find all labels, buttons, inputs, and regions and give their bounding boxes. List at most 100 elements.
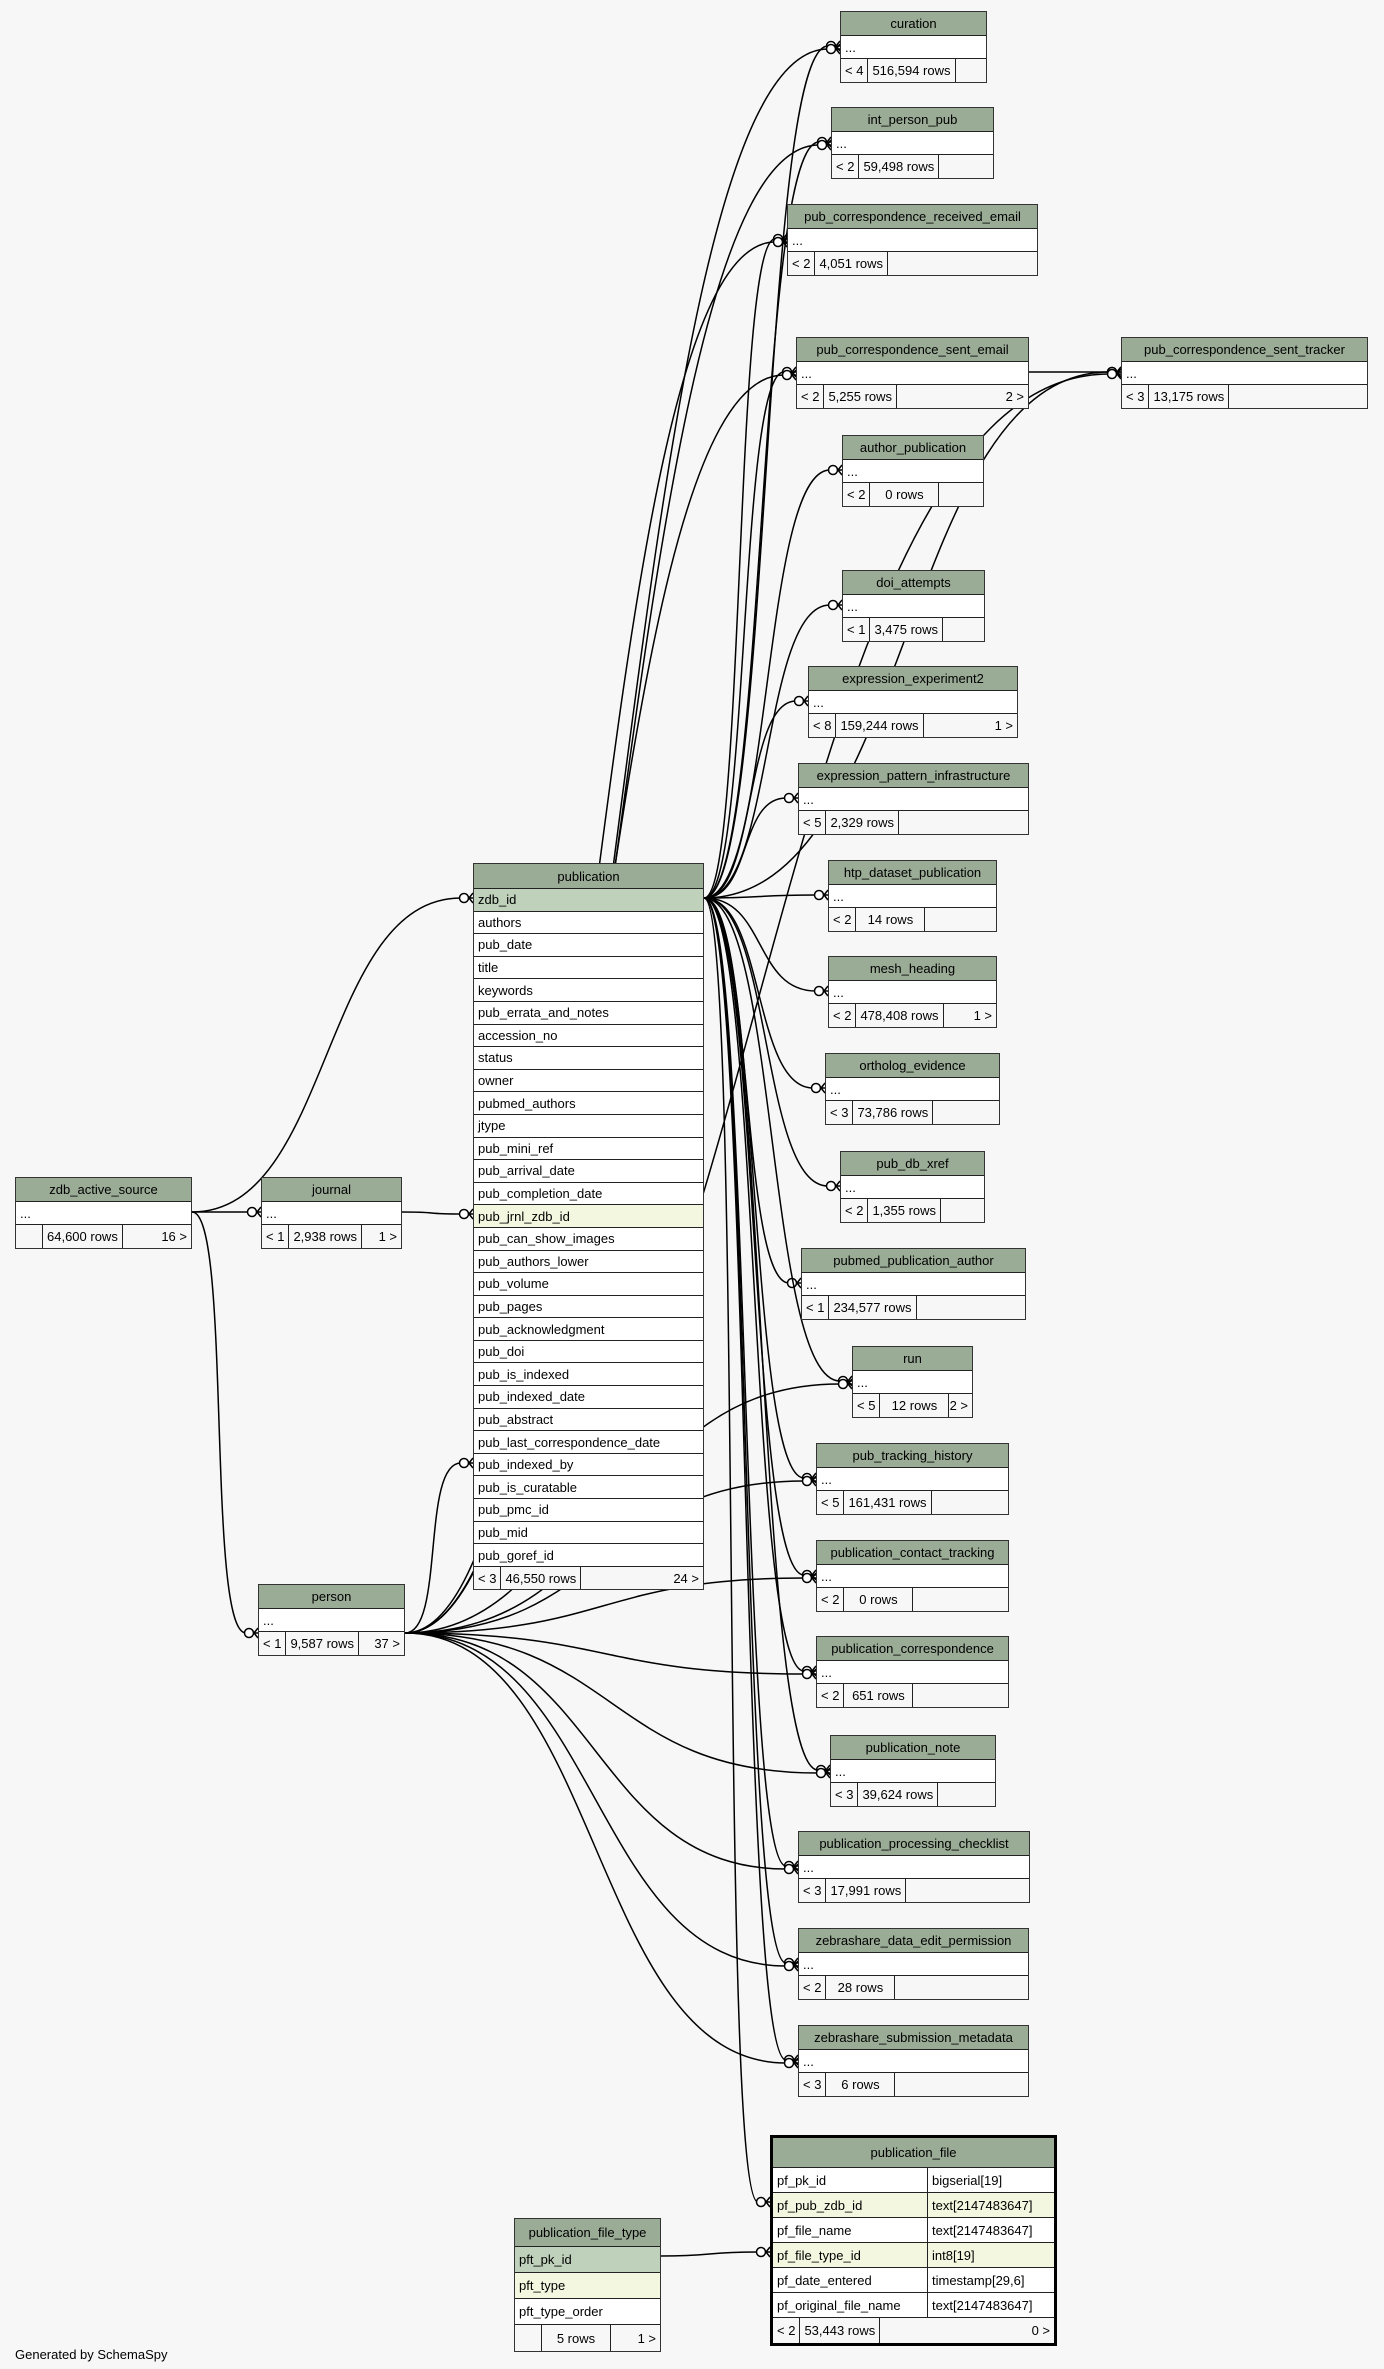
- parents-link[interactable]: < 2: [817, 1684, 845, 1707]
- column-row[interactable]: ...: [809, 691, 1017, 714]
- column-row[interactable]: ...: [1122, 362, 1367, 385]
- table-name[interactable]: curation: [841, 12, 986, 36]
- column-row[interactable]: ...: [841, 36, 986, 59]
- parents-link[interactable]: < 3: [799, 2073, 827, 2096]
- table-name[interactable]: pubmed_publication_author: [802, 1249, 1025, 1273]
- parents-link[interactable]: < 2: [788, 252, 816, 275]
- table-name[interactable]: int_person_pub: [832, 108, 993, 132]
- table-name[interactable]: zebrashare_data_edit_permission: [799, 1929, 1028, 1953]
- children-link[interactable]: [939, 483, 983, 506]
- parents-link[interactable]: < 3: [474, 1566, 502, 1590]
- table-name[interactable]: mesh_heading: [829, 957, 996, 981]
- table-name[interactable]: htp_dataset_publication: [829, 861, 996, 885]
- table-name[interactable]: publication: [474, 864, 703, 889]
- parents-link[interactable]: < 5: [853, 1394, 881, 1417]
- parents-link[interactable]: < 2: [773, 2318, 801, 2343]
- parents-link[interactable]: < 2: [829, 1004, 857, 1027]
- column-row[interactable]: ...: [788, 229, 1037, 252]
- parents-link[interactable]: [16, 1225, 43, 1248]
- column-row[interactable]: ...: [797, 362, 1028, 385]
- table-name[interactable]: pub_tracking_history: [817, 1444, 1008, 1468]
- table-name[interactable]: publication_processing_checklist: [799, 1832, 1029, 1856]
- column-row[interactable]: ...: [799, 1953, 1028, 1976]
- parents-link[interactable]: < 5: [817, 1491, 845, 1514]
- children-link[interactable]: [943, 618, 984, 641]
- table-name[interactable]: expression_experiment2: [809, 667, 1017, 691]
- table-name[interactable]: publication_file_type: [515, 2219, 660, 2247]
- column-row[interactable]: pub_mini_ref: [474, 1137, 703, 1161]
- children-link[interactable]: 2 >: [1005, 389, 1024, 404]
- column-row[interactable]: pub_is_curatable: [474, 1476, 703, 1500]
- column-row[interactable]: pub_jrnl_zdb_id: [474, 1205, 703, 1228]
- table-name[interactable]: author_publication: [843, 436, 983, 460]
- column-row[interactable]: ...: [817, 1565, 1008, 1588]
- column-row[interactable]: ...: [853, 1371, 972, 1394]
- column-row[interactable]: ...: [817, 1468, 1008, 1491]
- parents-link[interactable]: < 3: [831, 1783, 859, 1806]
- column-row[interactable]: owner: [474, 1069, 703, 1093]
- table-name[interactable]: pub_db_xref: [841, 1152, 984, 1176]
- parents-link[interactable]: [515, 2325, 542, 2351]
- column-row[interactable]: pub_authors_lower: [474, 1250, 703, 1274]
- column-row[interactable]: jtype: [474, 1114, 703, 1138]
- column-row[interactable]: keywords: [474, 979, 703, 1002]
- column-row[interactable]: ...: [16, 1202, 191, 1225]
- column-row[interactable]: pub_goref_id: [474, 1544, 703, 1567]
- column-row[interactable]: pft_type_order: [515, 2299, 660, 2325]
- parents-link[interactable]: < 1: [262, 1225, 290, 1248]
- column-row[interactable]: ...: [262, 1202, 401, 1225]
- column-row[interactable]: pub_date: [474, 934, 703, 957]
- children-link[interactable]: 1 >: [637, 2330, 656, 2346]
- children-link[interactable]: [938, 1783, 995, 1806]
- column-row[interactable]: ...: [817, 1661, 1008, 1684]
- column-row[interactable]: pub_errata_and_notes: [474, 1001, 703, 1025]
- column-row[interactable]: pub_completion_date: [474, 1182, 703, 1206]
- parents-link[interactable]: < 2: [832, 155, 860, 178]
- table-name[interactable]: publication_contact_tracking: [817, 1541, 1008, 1565]
- table-name[interactable]: doi_attempts: [843, 571, 984, 595]
- table-name[interactable]: pub_correspondence_received_email: [788, 205, 1037, 229]
- column-row[interactable]: pub_last_correspondence_date: [474, 1431, 703, 1454]
- table-name[interactable]: ortholog_evidence: [826, 1054, 999, 1078]
- column-row[interactable]: ...: [799, 1856, 1029, 1879]
- column-row[interactable]: ...: [829, 885, 996, 908]
- parents-link[interactable]: < 1: [802, 1296, 830, 1319]
- column-row[interactable]: pub_can_show_images: [474, 1227, 703, 1251]
- parents-link[interactable]: < 2: [797, 385, 825, 408]
- children-link[interactable]: [956, 59, 987, 82]
- table-name[interactable]: publication_correspondence: [817, 1637, 1008, 1661]
- parents-link[interactable]: < 1: [843, 618, 871, 641]
- children-link[interactable]: 1 >: [973, 1008, 992, 1023]
- table-name[interactable]: run: [853, 1347, 972, 1371]
- table-name[interactable]: zdb_active_source: [16, 1178, 191, 1202]
- children-link[interactable]: 1 >: [378, 1229, 397, 1244]
- column-row[interactable]: pub_pages: [474, 1295, 703, 1319]
- children-link[interactable]: [941, 1199, 984, 1222]
- children-link[interactable]: [932, 1491, 1009, 1514]
- children-link[interactable]: [939, 155, 993, 178]
